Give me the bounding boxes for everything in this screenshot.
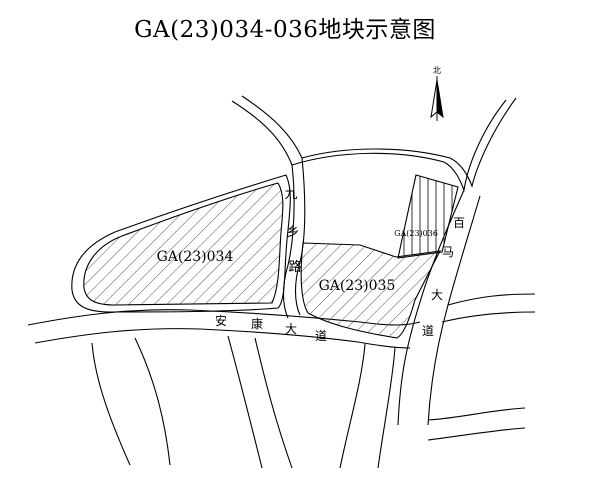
road-label-baima-2: 马 [442, 245, 454, 259]
parcel-ga23-034[interactable] [83, 182, 284, 306]
road-label-jiuxiang-1: 九 [284, 187, 297, 202]
road-label-ankang-3: 大 [285, 322, 297, 336]
road-label-baima-4: 道 [422, 324, 434, 338]
parcel-label-036: GA(23)036 [394, 229, 438, 238]
parcel-ga23-036[interactable] [397, 174, 459, 259]
road-label-ankang-4: 道 [315, 329, 327, 343]
parcel-label-034: GA(23)034 [157, 249, 234, 265]
map-title: GA(23)034-036地块示意图 [134, 17, 436, 43]
road-label-ankang-1: 安 [215, 313, 227, 328]
parcel-ga23-035[interactable] [300, 242, 441, 339]
road-label-jiuxiang-2: 乡 [286, 225, 299, 240]
road-label-baima-3: 大 [431, 288, 443, 302]
road-label-baima-1: 百 [453, 216, 465, 230]
north-arrow-icon [430, 76, 444, 121]
road-network [27, 95, 536, 469]
north-label: 北 [433, 66, 441, 75]
parcel-label-035: GA(23)035 [319, 278, 396, 294]
road-label-ankang-2: 康 [251, 316, 263, 331]
road-label-jiuxiang-3: 路 [288, 259, 301, 275]
